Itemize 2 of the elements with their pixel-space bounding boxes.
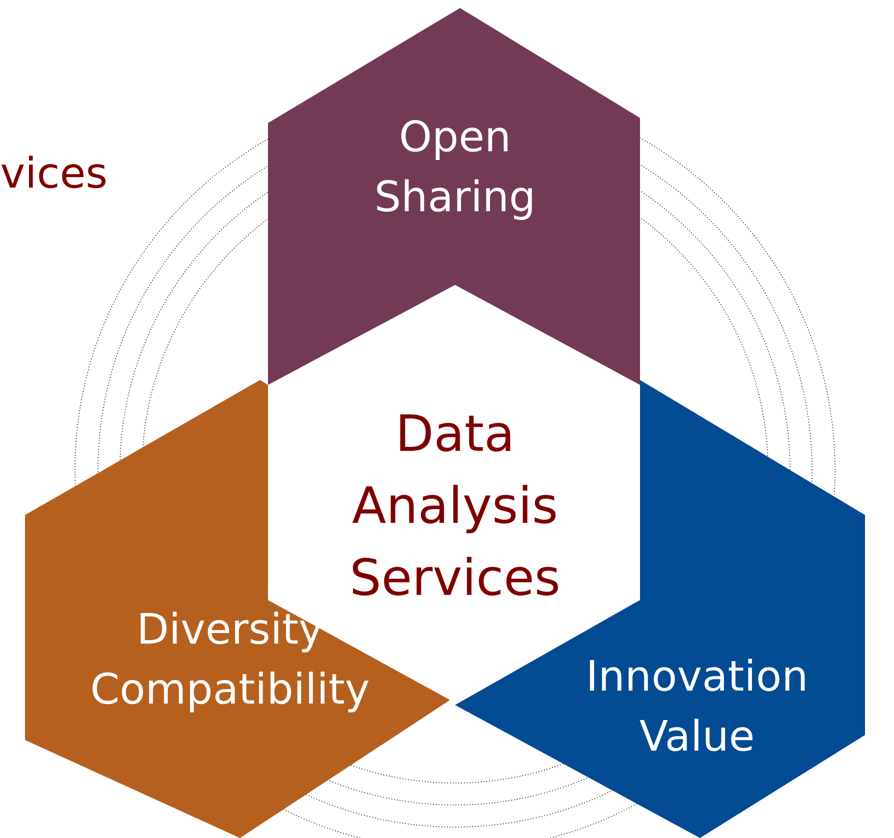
heading-text: vices xyxy=(1,156,106,188)
hexagon-panel: Open Sharing xyxy=(268,8,640,385)
